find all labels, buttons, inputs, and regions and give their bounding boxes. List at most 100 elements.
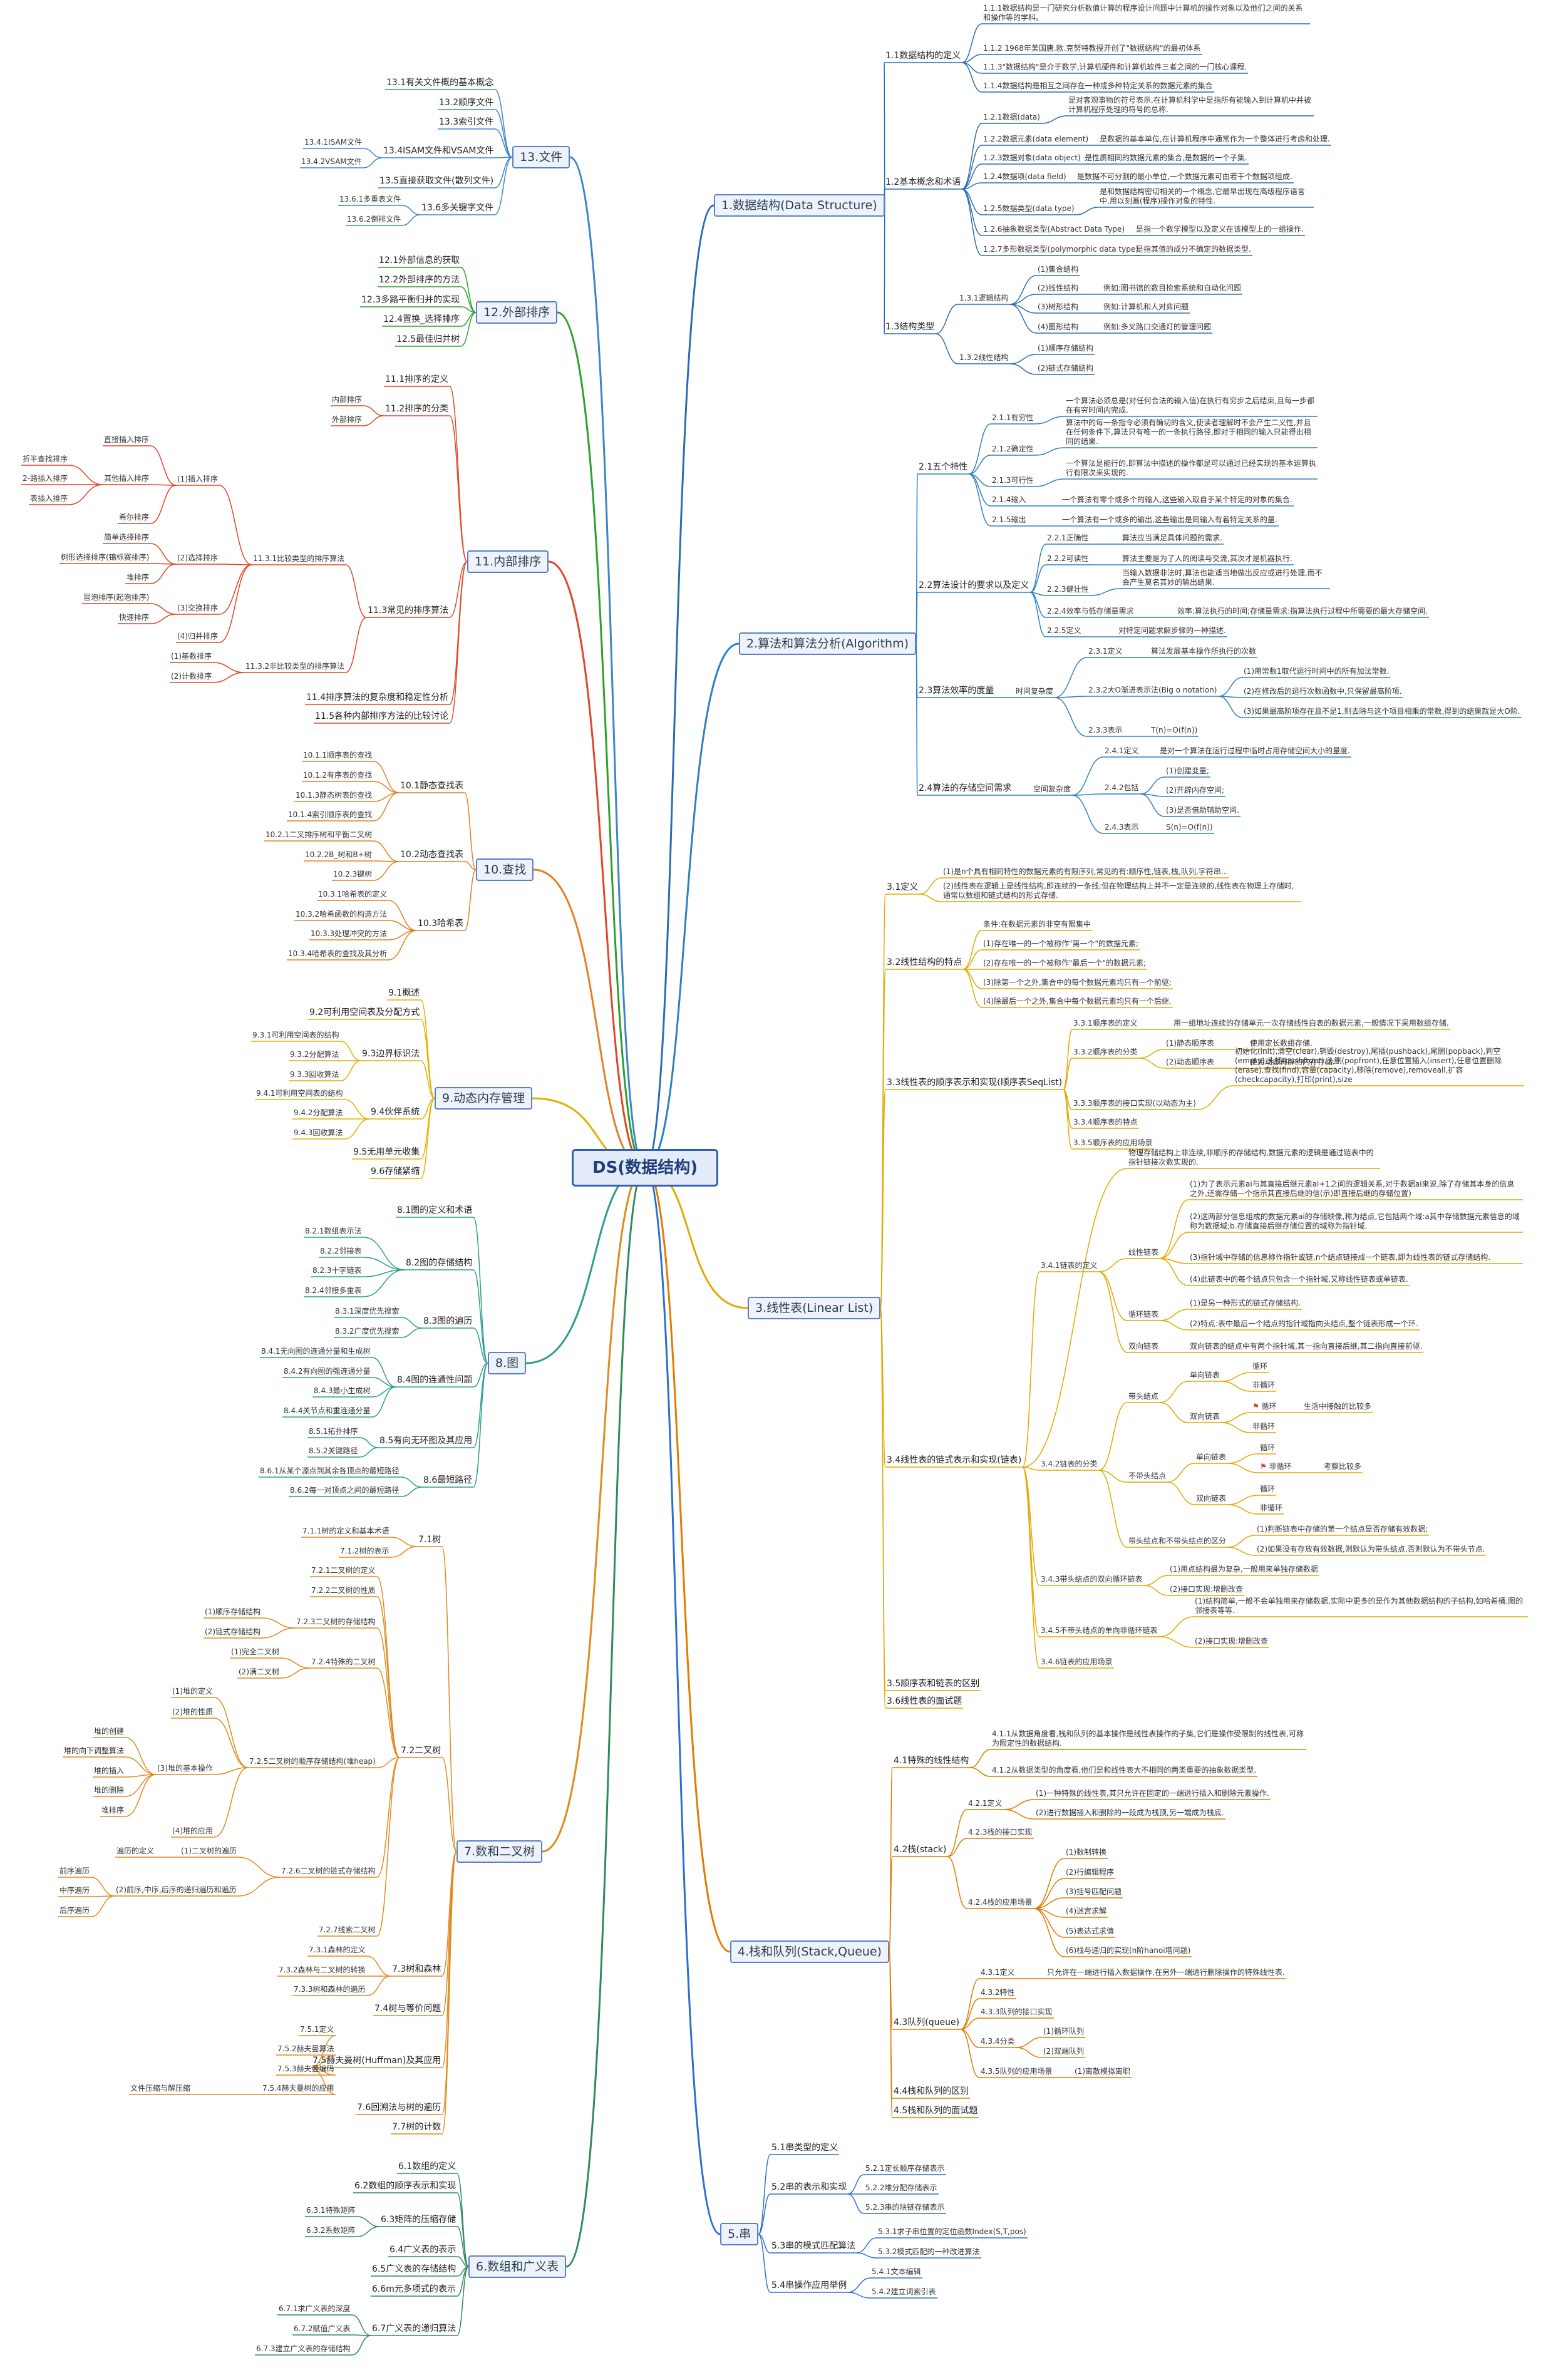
topic-b3_1b[interactable]: (2)线性表在逻辑上是线性结构,即连续的一条线;但在物理结构上并不一定是连续的,… bbox=[942, 882, 1301, 902]
topic-b3_3_3[interactable]: 3.3.3顺序表的接口实现(以动态为主) bbox=[1072, 1099, 1197, 1110]
topic-b4_2_1a[interactable]: (1)一种特殊的线性表,其只允许在固定的一端进行插入和删除元素操作. bbox=[1034, 1789, 1271, 1800]
topic-b7_5_3[interactable]: 7.5.3赫夫曼编码 bbox=[276, 2064, 336, 2075]
topic-b5_3_2[interactable]: 5.3.2模式匹配的一种改进算法 bbox=[877, 2247, 981, 2258]
topic-b2_2e_d[interactable]: 对特定问题求解步骤的一种描述. bbox=[1117, 626, 1227, 637]
topic-b3_4_2b1x[interactable]: 循环 bbox=[1259, 1443, 1276, 1454]
topic-b7_1_2[interactable]: 7.1.2树的表示 bbox=[339, 1547, 391, 1557]
topic-b3_2c[interactable]: (3)除第一个之外,集合中的每个数据元素均只有一个前驱; bbox=[982, 978, 1173, 989]
topic-b3_4_5a[interactable]: (1)结构简单,一般不会单独用来存储数据,实际中更多的是作为其他数据结构的子结构… bbox=[1194, 1597, 1528, 1617]
topic-b7_2_3a[interactable]: (1)顺序存储结构 bbox=[204, 1607, 262, 1618]
topic-b2_2b_d[interactable]: 算法主要是为了人的阅读与交流,其次才是机器执行. bbox=[1121, 554, 1294, 565]
topic-b5_2_1[interactable]: 5.2.1定长顺序存储表示 bbox=[864, 2164, 946, 2175]
topic-b1_3_1[interactable]: 1.3.1逻辑结构 bbox=[958, 294, 1010, 304]
topic-b4_2[interactable]: 4.2栈(stack) bbox=[892, 1845, 947, 1857]
topic-b3_4_1_c2[interactable]: (2)特点:表中最后一个结点的指针域指向头结点,整个链表形成一个环. bbox=[1189, 1319, 1420, 1330]
topic-b1_2c[interactable]: 1.2.3数据对象(data object) bbox=[982, 153, 1082, 164]
topic-b2_2c_d[interactable]: 当输入数据非法时,算法也能适当地做出反应或进行处理,而不会产生莫名其妙的输出结果… bbox=[1121, 569, 1330, 589]
topic-b3_4_2b2x[interactable]: 循环 bbox=[1259, 1485, 1276, 1495]
topic-b10_1_1[interactable]: 10.1.1顺序表的查找 bbox=[302, 751, 373, 761]
topic-b8_6_2[interactable]: 8.6.2每一对顶点之间的最短路径 bbox=[289, 1486, 401, 1497]
main-branch-b12[interactable]: 12.外部排序 bbox=[476, 301, 558, 324]
topic-b4_2_1[interactable]: 4.2.1定义 bbox=[967, 1799, 1004, 1810]
main-branch-b1[interactable]: 1.数据结构(Data Structure) bbox=[714, 194, 885, 217]
topic-b12_5[interactable]: 12.5最佳归并树 bbox=[395, 334, 461, 346]
topic-b1_1[interactable]: 1.1数据结构的定义 bbox=[884, 51, 962, 63]
topic-b9_4_2[interactable]: 9.4.2分配算法 bbox=[292, 1108, 344, 1119]
topic-b3_4_1_c[interactable]: 循环链表 bbox=[1127, 1310, 1160, 1321]
topic-b1_2[interactable]: 1.2基本概念和术语 bbox=[884, 177, 962, 189]
topic-b10_3_1[interactable]: 10.3.1哈希表的定义 bbox=[317, 890, 388, 900]
topic-b4_2_4d[interactable]: (4)迷宫求解 bbox=[1065, 1907, 1108, 1917]
topic-b7_5[interactable]: 7.5赫夫曼树(Huffman)及其应用 bbox=[311, 2056, 442, 2068]
topic-b5_2[interactable]: 5.2串的表示和实现 bbox=[770, 2182, 848, 2194]
topic-b4_3[interactable]: 4.3队列(queue) bbox=[892, 2017, 961, 2029]
topic-b7_2_6[interactable]: 7.2.6二叉树的链式存储结构 bbox=[280, 1867, 377, 1877]
topic-b8_6_1[interactable]: 8.6.1从某个源点到其余各顶点的最短路径 bbox=[259, 1466, 401, 1477]
topic-b1_1a[interactable]: 1.1.1数据结构是一门研究分析数值计算的程序设计问题中计算机的操作对象以及他们… bbox=[982, 4, 1310, 24]
topic-b4_3_1[interactable]: 4.3.1定义 bbox=[979, 1968, 1016, 1979]
topic-b3_2d[interactable]: (4)除最后一个之外,集合中每个数据元素均只有一个后继. bbox=[982, 997, 1173, 1007]
topic-b2_1d[interactable]: 2.1.4输入 bbox=[991, 495, 1028, 506]
topic-b1_2b[interactable]: 1.2.2数据元素(data element) bbox=[982, 135, 1090, 145]
topic-b3_4_1_l4[interactable]: (4)此链表中的每个结点只包含一个指针域,又称线性链表或单链表. bbox=[1189, 1275, 1410, 1285]
topic-b12_4[interactable]: 12.4置换_选择排序 bbox=[382, 314, 461, 326]
topic-b11_3_1b2[interactable]: 树形选择排序(锦标赛排序) bbox=[59, 553, 150, 564]
topic-b3_4_0[interactable]: 物理存储结构上非连续,非顺序的存储结构,数据元素的逻辑是通过链表中的指针链接次数… bbox=[1127, 1148, 1380, 1168]
topic-b1_2d[interactable]: 1.2.4数据项(data field) bbox=[982, 172, 1068, 183]
topic-b11_2b[interactable]: 外部排序 bbox=[331, 415, 363, 426]
topic-b2_2a[interactable]: 2.2.1正确性 bbox=[1046, 533, 1090, 544]
topic-b10_3_2[interactable]: 10.3.2哈希函数的构造方法 bbox=[294, 910, 388, 920]
topic-b4_1_2[interactable]: 4.1.2从数据类型的角度看,他们是和线性表大不相同的两类重要的抽象数据类型. bbox=[991, 1766, 1257, 1776]
topic-b4_3_1_d[interactable]: 只允许在一端进行插入数据操作,在另外一端进行删除操作的特殊线性表. bbox=[1046, 1968, 1286, 1979]
topic-b7_2_4b[interactable]: (2)满二叉树 bbox=[237, 1667, 281, 1678]
topic-b2_2d_d[interactable]: 效率:算法执行的时间;存储量需求:指算法执行过程中所需要的最大存储空间. bbox=[1176, 607, 1429, 617]
topic-b11_3_1c1[interactable]: 冒泡排序(起泡排序) bbox=[82, 593, 150, 604]
topic-b12_1[interactable]: 12.1外部信息的获取 bbox=[378, 255, 461, 267]
topic-b2_3_2b[interactable]: (2)在修改后的运行次数函数中,只保留最高阶项. bbox=[1242, 687, 1403, 698]
topic-b9_4[interactable]: 9.4伙伴系统 bbox=[369, 1107, 421, 1119]
topic-b1_2b_d[interactable]: 是数据的基本单位,在计算机程序中通常作为一个整体进行考虑和处理. bbox=[1098, 135, 1331, 145]
topic-b6_3[interactable]: 6.3矩阵的压缩存储 bbox=[379, 2215, 457, 2227]
topic-b7_5_2[interactable]: 7.5.2赫夫曼算法 bbox=[276, 2044, 336, 2055]
topic-b2_4_3_d[interactable]: S(n)=O(f(n)) bbox=[1165, 823, 1214, 833]
topic-b11_3_1a1[interactable]: 直接插入排序 bbox=[103, 435, 150, 446]
topic-b3_4_1_l3[interactable]: (3)指针域中存储的信息称作指针或链,n个结点链接成一个链表,即为线性表的链式存… bbox=[1189, 1253, 1523, 1264]
topic-b11_5[interactable]: 11.5各种内部排序方法的比较讨论 bbox=[314, 711, 450, 723]
topic-b2_2b[interactable]: 2.2.2可读性 bbox=[1046, 554, 1090, 565]
topic-b13_1[interactable]: 13.1有关文件概的基本概念 bbox=[385, 78, 495, 90]
topic-b7_2_4a[interactable]: (1)完全二叉树 bbox=[230, 1647, 281, 1658]
main-branch-b4[interactable]: 4.栈和队列(Stack,Queue) bbox=[730, 1940, 890, 1963]
topic-b3_4_2a2x_d[interactable]: 生活中接触的比较多 bbox=[1302, 1402, 1373, 1413]
topic-b2_1[interactable]: 2.1五个特性 bbox=[917, 462, 969, 474]
topic-b4_3_4[interactable]: 4.3.4分类 bbox=[979, 2037, 1016, 2048]
topic-b3_4_2b2[interactable]: 双向链表 bbox=[1195, 1494, 1227, 1505]
topic-b11_3_1a2x[interactable]: 折半查找排序 bbox=[21, 455, 69, 465]
topic-b13_4[interactable]: 13.4ISAM文件和VSAM文件 bbox=[382, 146, 495, 158]
topic-b3_3_2a_d[interactable]: 使用定长数组存储. bbox=[1249, 1039, 1314, 1049]
topic-b1_1b[interactable]: 1.1.2 1968年美国唐.欧.克努特教授开创了"数据结构"的最初体系 bbox=[982, 44, 1202, 54]
topic-b11_3_1b3[interactable]: 堆排序 bbox=[125, 573, 150, 584]
topic-b3_4_3b[interactable]: (2)接口实现:增删改查 bbox=[1168, 1585, 1244, 1595]
topic-b4_2_4b[interactable]: (2)行编辑程序 bbox=[1065, 1868, 1115, 1878]
topic-b3_3_5[interactable]: 3.3.5顺序表的应用场景 bbox=[1072, 1138, 1154, 1149]
topic-b7_2_5d[interactable]: (4)堆的应用 bbox=[171, 1826, 214, 1837]
topic-b10_1_4[interactable]: 10.1.4索引顺序表的查找 bbox=[287, 810, 373, 821]
topic-b3_4_1_l2[interactable]: (2)这两部分信息组成的数据元素ai的存储映像,称为结点,它包括两个域:a其中存… bbox=[1189, 1212, 1523, 1232]
topic-b3_3_1_d[interactable]: 用一组地址连续的存储单元一次存储线性白表的数据元素,一般情况下采用数组存储. bbox=[1172, 1019, 1450, 1029]
topic-b10_2[interactable]: 10.2动态查找表 bbox=[399, 850, 465, 862]
topic-b3_4_2b[interactable]: 不带头结点 bbox=[1127, 1471, 1167, 1482]
topic-b1_3_2a[interactable]: (1)顺序存储结构 bbox=[1036, 344, 1095, 354]
topic-b3_4_1_c1[interactable]: (1)是另一种形式的链式存储结构. bbox=[1189, 1299, 1302, 1309]
topic-b7_3_1[interactable]: 7.3.1森林的定义 bbox=[307, 1945, 367, 1956]
topic-b2_4_1_d[interactable]: 是对一个算法在运行过程中临时占用存储空间大小的量度. bbox=[1158, 746, 1351, 757]
topic-b9_4_3[interactable]: 9.4.3回收算法 bbox=[292, 1128, 344, 1139]
topic-b1_3_2[interactable]: 1.3.2线性结构 bbox=[958, 353, 1010, 364]
topic-b1_2c_d[interactable]: 是性质相同的数据元素的集合,是数据的一个子集. bbox=[1083, 153, 1249, 164]
topic-b11_3_1a2y[interactable]: 2-路插入排序 bbox=[21, 474, 69, 485]
topic-b6_2[interactable]: 6.2数组的顺序表示和实现 bbox=[353, 2181, 457, 2193]
topic-b12_3[interactable]: 12.3多路平衡归并的实现 bbox=[360, 295, 461, 307]
topic-b1_3_1d_d[interactable]: 例如:多叉路口交通灯的管理问题 bbox=[1102, 322, 1212, 333]
topic-b2_2c[interactable]: 2.2.3健壮性 bbox=[1046, 585, 1090, 595]
topic-b11_3_1c2[interactable]: 快速排序 bbox=[118, 613, 150, 624]
main-branch-b8[interactable]: 8.图 bbox=[488, 1352, 527, 1374]
